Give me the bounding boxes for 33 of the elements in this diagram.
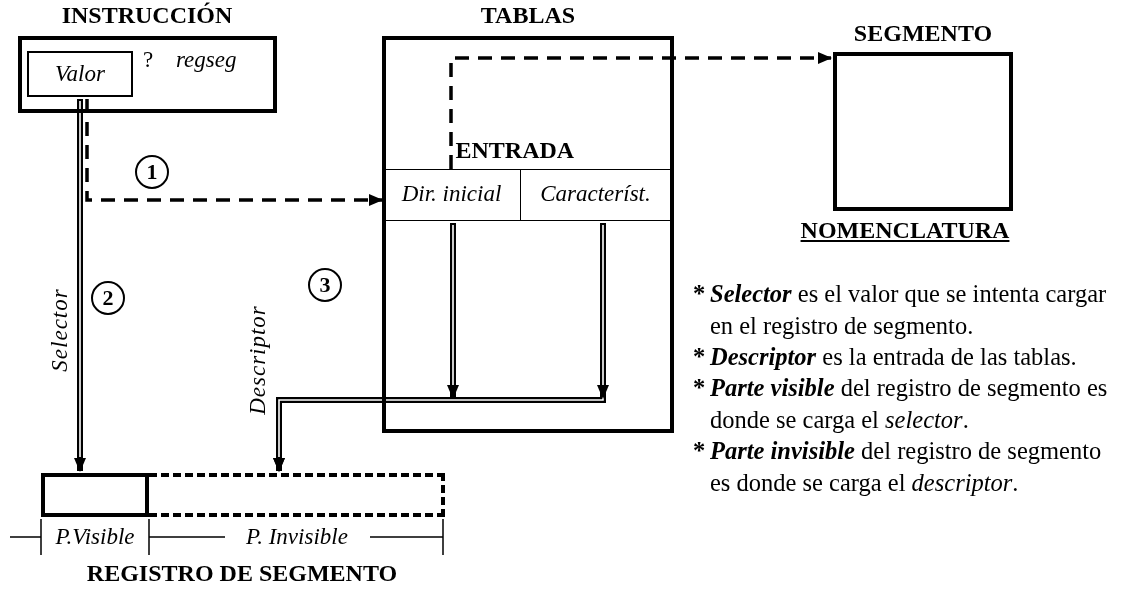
arrow <box>85 99 383 206</box>
note-text: Parte visible del registro de segmento es donde se carga el selector. <box>710 373 1109 435</box>
cell-label: Dir. inicial <box>401 180 502 206</box>
note-text: Descriptor es la entrada de las tablas. <box>710 342 1078 372</box>
row-heading: ENTRADA <box>455 136 575 163</box>
callout-number: 3 <box>308 268 342 302</box>
value-field-box <box>27 51 133 97</box>
arrow <box>449 52 832 169</box>
arrow <box>74 98 86 472</box>
dimension-label: P. Invisible <box>246 524 348 550</box>
callout-number: 1 <box>135 155 169 189</box>
register-name: regseg <box>176 47 237 73</box>
bullet: * <box>693 342 706 372</box>
arrow <box>273 222 609 472</box>
invisible-part-box <box>149 473 445 517</box>
question-mark: ? <box>143 47 154 73</box>
field-label: Valor <box>55 61 105 87</box>
dimension-label: P.Visible <box>55 524 135 550</box>
bullet: * <box>693 279 706 309</box>
box-heading: INSTRUCCIÓN <box>61 2 233 29</box>
section-heading: NOMENCLATURA <box>800 217 1010 244</box>
edge-label: Descriptor <box>245 305 271 415</box>
note-text: Parte invisible del registro de segmento es donde se carga el descriptor. <box>710 436 1103 498</box>
cell-label: Característ. <box>540 180 651 206</box>
edge-label: Selector <box>47 288 73 372</box>
bullet: * <box>693 436 706 466</box>
note-text: Selector es el valor que se intenta cargar en el registro de segmento. <box>710 279 1108 341</box>
bullet: * <box>693 373 706 403</box>
box-heading: SEGMENTO <box>853 20 993 47</box>
diagram-caption: REGISTRO DE SEGMENTO <box>86 559 398 587</box>
callout-number: 2 <box>91 281 125 315</box>
visible-part-box <box>41 473 149 517</box>
box-heading: TABLAS <box>480 2 576 29</box>
